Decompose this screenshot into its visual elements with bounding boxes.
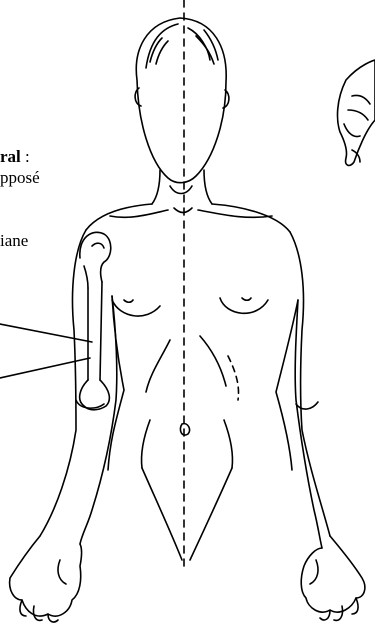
hip-left <box>141 420 150 468</box>
right-thumb <box>310 560 318 584</box>
label-line-3: iane <box>0 230 28 251</box>
humerus-head-detail <box>92 243 104 248</box>
right-arm-inner <box>295 300 322 548</box>
hair-strand-left-1 <box>150 38 162 62</box>
label-line-2: pposé <box>0 167 40 188</box>
humerus-shaft-right <box>100 282 102 380</box>
humerus-distal <box>80 380 110 410</box>
label-line-1: ral : <box>0 146 30 167</box>
neck-left <box>152 170 160 204</box>
left-thumb <box>58 560 66 584</box>
leader-line-lower <box>0 358 90 378</box>
hand-inset-thumb <box>344 124 360 137</box>
collarbone-left <box>110 210 168 217</box>
hand-inset-outline <box>338 60 375 165</box>
ribcage-right <box>200 336 226 386</box>
hip-right <box>224 420 233 468</box>
left-arm-inner <box>80 296 117 544</box>
humerus-head <box>80 232 111 282</box>
neck-right <box>204 170 212 204</box>
label-line-1-bold: ral <box>0 147 21 166</box>
neck <box>152 170 212 213</box>
humerus-neck <box>84 266 88 288</box>
suprasternal-notch <box>174 208 192 213</box>
neck-detail <box>170 186 192 194</box>
hand-inset-finger-1 <box>352 95 370 104</box>
right-hand <box>301 536 365 612</box>
elbow-right <box>296 402 318 409</box>
abdomen-line-right <box>228 356 239 400</box>
breast-left <box>112 300 160 316</box>
humerus-bone <box>80 232 111 410</box>
leader-line-upper <box>0 324 92 342</box>
groin-left <box>142 468 182 560</box>
hand-inset <box>338 60 375 165</box>
nipple-left <box>124 300 133 302</box>
left-arm-outer <box>40 230 86 536</box>
right-arm <box>290 232 365 620</box>
navel <box>180 424 189 435</box>
head <box>135 18 229 183</box>
left-arm <box>0 230 117 622</box>
left-finger-2 <box>33 606 42 620</box>
right-finger-2 <box>334 606 343 620</box>
groin-right <box>190 468 232 560</box>
hand-inset-finger-2 <box>348 110 368 120</box>
nipple-right <box>242 298 251 300</box>
ribcage-left <box>146 340 170 392</box>
label-line-1-rest: : <box>21 147 30 166</box>
torso <box>86 204 298 560</box>
